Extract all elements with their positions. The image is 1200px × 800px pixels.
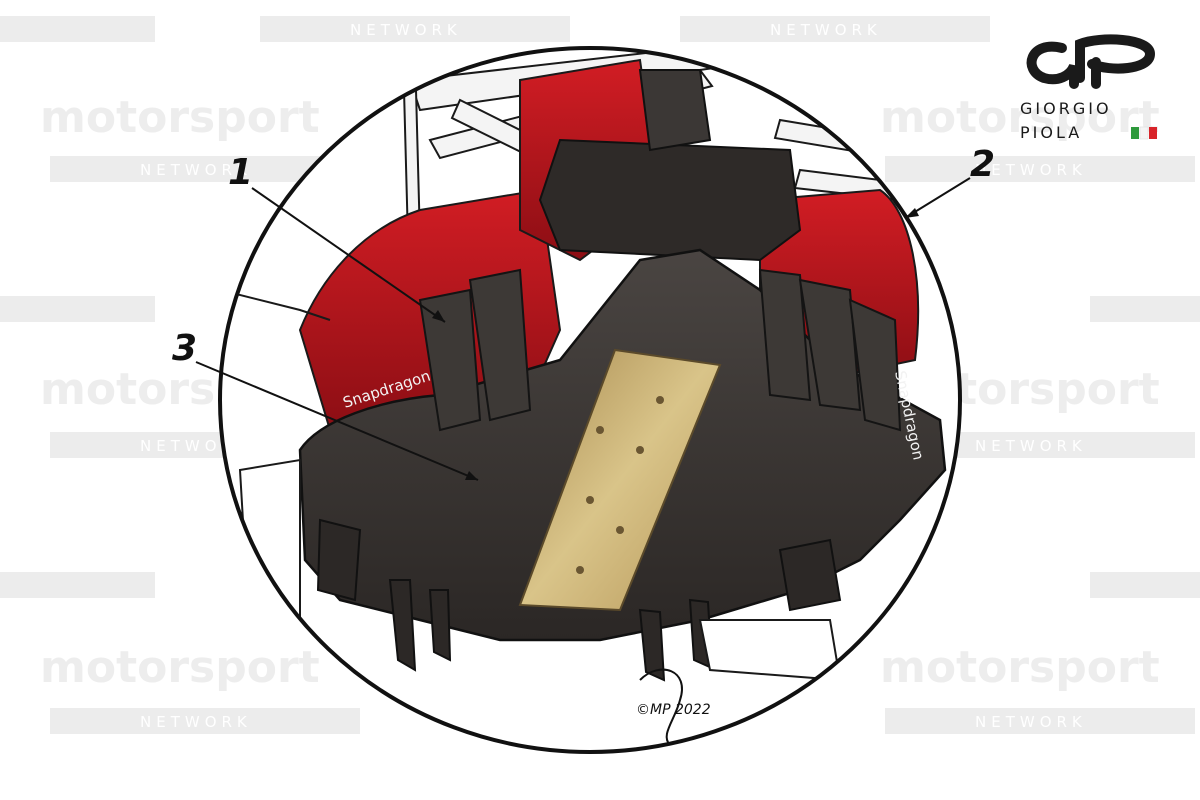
svg-text:2: 2 bbox=[970, 144, 995, 185]
svg-text:NETWORK: NETWORK bbox=[975, 713, 1087, 731]
plank-holes bbox=[576, 396, 664, 574]
watermark-tile: motorsport NETWORK bbox=[40, 642, 360, 734]
artist-signature: ©MP 2022 bbox=[636, 668, 711, 746]
tyre-left bbox=[238, 458, 301, 652]
bodywork-outline bbox=[220, 289, 331, 321]
watermark-layer: motorsport NETWORK motorsport NETWORK mo… bbox=[0, 16, 1200, 734]
watermark-tile: motorsport NETWORK bbox=[880, 92, 1195, 182]
giorgio-piola-logo: GIORGIO PIOLA bbox=[1020, 34, 1157, 142]
italian-flag-icon bbox=[1131, 126, 1157, 140]
svg-text:motorsport: motorsport bbox=[880, 92, 1160, 143]
svg-text:NETWORK: NETWORK bbox=[975, 437, 1087, 455]
watermark-tile: NETWORK bbox=[680, 16, 990, 42]
diffuser-strakes bbox=[418, 268, 902, 432]
svg-text:NETWORK: NETWORK bbox=[140, 713, 252, 731]
svg-text:motorsport: motorsport bbox=[880, 642, 1160, 693]
tyre-right bbox=[698, 619, 842, 682]
watermark-tile: NETWORK bbox=[260, 16, 570, 42]
callout-2: 2 bbox=[904, 144, 995, 219]
callout-1: 1 bbox=[228, 152, 446, 323]
gearbox-casing bbox=[538, 138, 802, 262]
crash-structure bbox=[638, 69, 712, 152]
svg-text:NETWORK: NETWORK bbox=[770, 21, 882, 39]
svg-text:PIOLA: PIOLA bbox=[1020, 123, 1082, 142]
svg-text:motorsport: motorsport bbox=[40, 642, 320, 693]
svg-text:1: 1 bbox=[228, 152, 253, 193]
watermark-tile: motorsport NETWORK bbox=[880, 642, 1195, 734]
gp-monogram-icon bbox=[1026, 34, 1156, 89]
svg-text:NETWORK: NETWORK bbox=[140, 161, 252, 179]
svg-text:NETWORK: NETWORK bbox=[350, 21, 462, 39]
svg-text:motorsport: motorsport bbox=[40, 92, 320, 143]
svg-text:NETWORK: NETWORK bbox=[140, 437, 252, 455]
svg-text:GIORGIO: GIORGIO bbox=[1020, 99, 1112, 118]
car-rear-illustration: Snapdragon Snapdragon bbox=[220, 48, 960, 682]
detail-circle: Snapdragon Snapdragon bbox=[218, 46, 962, 754]
callout-3: 3 bbox=[172, 328, 479, 481]
svg-text:©MP 2022: ©MP 2022 bbox=[636, 702, 711, 718]
svg-text:NETWORK: NETWORK bbox=[975, 161, 1087, 179]
floor-plank bbox=[518, 348, 722, 612]
svg-text:3: 3 bbox=[172, 328, 197, 369]
watermark-tile bbox=[0, 16, 1200, 598]
